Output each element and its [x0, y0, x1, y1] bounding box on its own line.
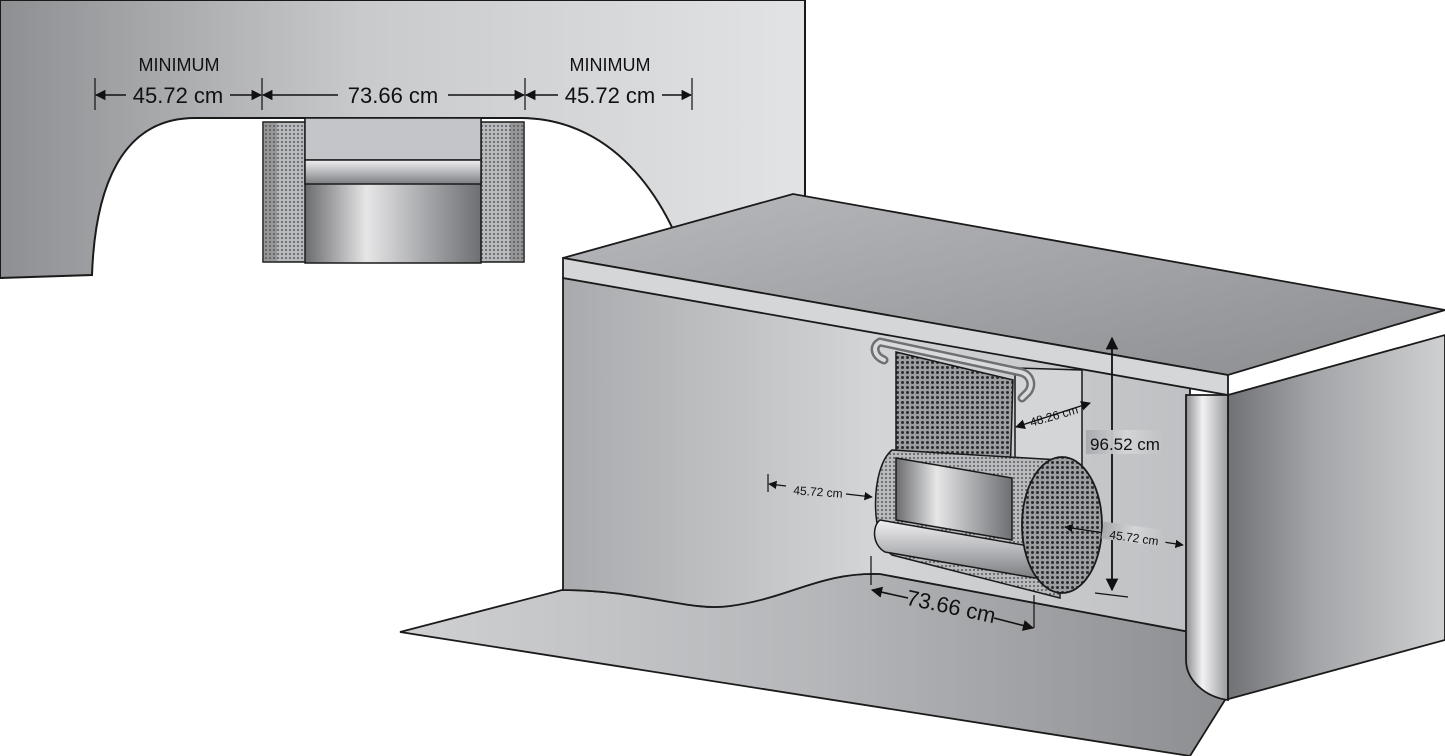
dim-height-label-bg [1086, 430, 1166, 454]
dim-height-text: 96.52 cm [1090, 435, 1160, 454]
cabinet-leg [1185, 394, 1229, 702]
front-unit-handle-bar [304, 159, 482, 185]
dim-width-arrow-b [993, 617, 1035, 631]
front-dim-left-text: 45.72 cm [133, 83, 224, 108]
dim-left-clearance-text: 45.72 cm [793, 483, 843, 500]
front-label-minimum-right: MINIMUM [570, 55, 651, 75]
perspective-view: 96.52 cm 48.26 cm 45.72 cm 45.72 cm 73.6… [399, 193, 1445, 756]
front-unit-right-shade [510, 122, 524, 262]
front-unit-left-shade [263, 122, 277, 262]
dim-height-foot [1094, 592, 1129, 598]
front-dim-center-text: 73.66 cm [348, 83, 439, 108]
dim-left-clearance-arrow-b [845, 491, 873, 501]
front-unit-top-panel [304, 117, 482, 161]
dim-width-arrow-a [870, 586, 909, 599]
dim-left-clearance-arrow-a [768, 480, 787, 490]
front-dim-right-text: 45.72 cm [565, 83, 656, 108]
front-unit-right-screen [479, 121, 525, 263]
front-label-minimum-left: MINIMUM [139, 55, 220, 75]
side-panel [1224, 334, 1445, 702]
unit-end-cap [1021, 456, 1103, 594]
unit-handle-highlight [873, 340, 1033, 400]
front-view: MINIMUM MINIMUM 45.72 cm 73.66 cm 45.72 … [0, 0, 806, 280]
unit-front-panel [895, 457, 1013, 541]
dim-depth-line [1015, 401, 1091, 429]
dim-right-clearance-text: 45.72 cm [1109, 528, 1160, 549]
dim-right-clearance-label-bg [1101, 521, 1168, 548]
